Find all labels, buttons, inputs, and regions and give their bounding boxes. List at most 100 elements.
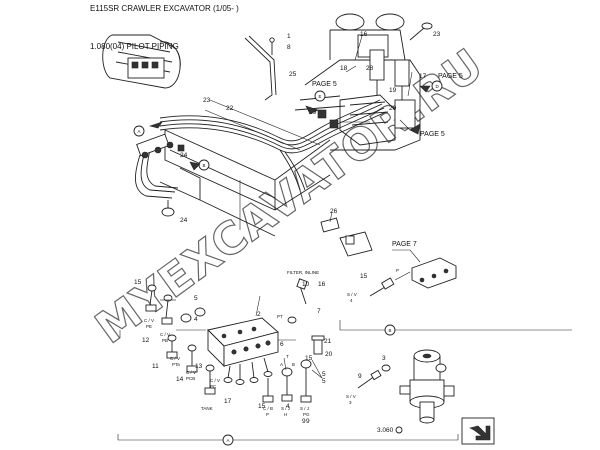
callout-9: 9 <box>306 418 310 425</box>
callout-23: 23 <box>203 97 211 104</box>
callout-3: 3 <box>382 355 386 362</box>
svg-text:B: B <box>292 362 295 367</box>
callout-13: 13 <box>195 363 203 370</box>
svg-text:S / J: S / J <box>300 406 309 411</box>
callout-15: 15 <box>360 273 368 280</box>
callout-28: 28 <box>366 65 374 72</box>
svg-text:S / V: S / V <box>346 394 356 399</box>
callout-5: 5 <box>194 295 198 302</box>
page-ref-5: PAGE 5 <box>420 131 445 138</box>
callouts-bottom: 15 5 4 2 12 11 14 13 17 6 10 16 7 21 20 … <box>134 273 386 425</box>
callout-24: 24 <box>180 152 188 159</box>
callout-8: 8 <box>287 44 291 51</box>
page-references: PAGE 5 PAGE 5 PAGE 5 PAGE 7 A B E D <box>133 73 463 248</box>
svg-text:T: T <box>286 354 289 359</box>
callout-17: 17 <box>419 73 427 80</box>
svg-text:PTa: PTa <box>172 362 180 367</box>
callout-4: 4 <box>286 403 290 410</box>
callout-26: 26 <box>330 208 338 215</box>
svg-text:S / V: S / V <box>347 292 357 297</box>
svg-text:C / V: C / V <box>186 370 196 375</box>
filter-label: FILTER, INLINE <box>287 270 319 275</box>
callout-17: 17 <box>224 398 232 405</box>
svg-text:S / J: S / J <box>281 406 290 411</box>
section-ref-b <box>384 324 396 336</box>
callout-10: 10 <box>302 281 310 288</box>
svg-text:C / B: C / B <box>263 406 273 411</box>
callout-7: 7 <box>317 308 321 315</box>
callout-4: 4 <box>194 316 198 323</box>
circle-ref-e <box>314 90 326 102</box>
callout-12: 12 <box>142 337 150 344</box>
callout-14: 14 <box>176 376 184 383</box>
callout-16: 16 <box>318 281 326 288</box>
next-page-icon <box>461 417 495 445</box>
callout-24: 24 <box>180 217 188 224</box>
callout-1: 1 <box>287 33 291 40</box>
svg-text:PCB: PCB <box>186 376 195 381</box>
svg-text:A: A <box>280 362 283 367</box>
svg-text:PE: PE <box>146 324 152 329</box>
circle-ref-a <box>133 125 145 137</box>
callout-2: 2 <box>257 311 261 318</box>
callout-5: 5 <box>322 378 326 385</box>
svg-text:PB: PB <box>162 338 168 343</box>
callout-18: 18 <box>340 65 348 72</box>
svg-text:3: 3 <box>349 400 352 405</box>
left-manifold <box>136 133 185 217</box>
callout-19: 19 <box>389 87 397 94</box>
callout-6: 6 <box>280 341 284 348</box>
upperstructure-frame <box>159 13 421 237</box>
svg-text:PG: PG <box>303 412 310 417</box>
control-valve-detail <box>102 34 181 89</box>
callout-9: 9 <box>302 418 306 425</box>
callout-20: 20 <box>325 351 333 358</box>
callout-15: 15 <box>258 403 266 410</box>
svg-text:A: A <box>227 438 230 443</box>
svg-text:C / V: C / V <box>170 356 180 361</box>
port-labels: FILTER, INLINE C / V PE C / V PB C / V P… <box>144 268 399 417</box>
callout-5: 5 <box>322 371 326 378</box>
svg-text:PC: PC <box>210 384 217 389</box>
circle-ref-d <box>431 80 443 92</box>
svg-text:C / V: C / V <box>144 318 154 323</box>
callout-25: 25 <box>289 71 297 78</box>
svg-text:P: P <box>396 268 399 273</box>
svg-text:B: B <box>389 328 392 333</box>
callout-15: 15 <box>134 279 142 286</box>
callout-21: 21 <box>324 338 332 345</box>
section-b-detail: B <box>119 257 572 338</box>
callout-23: 23 <box>433 31 441 38</box>
page-ref-5: PAGE 5 <box>312 81 337 88</box>
svg-text:C / V: C / V <box>160 332 170 337</box>
svg-text:P: P <box>266 412 269 417</box>
svg-text:PT: PT <box>277 314 283 319</box>
page-ref-5: PAGE 5 <box>438 73 463 80</box>
diagram-title: E115SR CRAWLER EXCAVATOR (1/05- ) <box>90 4 239 13</box>
section-title: 1.080(04) PILOT PIPING <box>90 42 179 51</box>
travel-valve-area <box>317 22 433 129</box>
svg-text:B: B <box>203 163 206 168</box>
callout-22: 22 <box>226 105 234 112</box>
leader-lines-top <box>239 35 421 263</box>
svg-text:C / V: C / V <box>210 378 220 383</box>
svg-text:E: E <box>319 94 322 99</box>
svg-text:A: A <box>138 129 141 134</box>
pilot-pump-detail: 3.060 <box>357 349 455 434</box>
callout-20: 20 <box>389 105 397 112</box>
callout-11: 11 <box>152 363 159 370</box>
svg-text:D: D <box>436 84 440 89</box>
svg-text:H: H <box>284 412 287 417</box>
callout-9: 9 <box>358 373 362 380</box>
item-26-bracket <box>320 217 373 257</box>
manifold-assembly-a <box>145 278 325 403</box>
page-ref-7: PAGE 7 <box>392 241 417 248</box>
section-ref-a <box>222 434 234 446</box>
ref-3060: 3.060 <box>377 427 394 434</box>
callout-15: 15 <box>305 355 313 362</box>
pilot-hoses <box>135 35 387 199</box>
svg-text:4: 4 <box>350 298 353 303</box>
tank-label: TANK <box>201 406 213 411</box>
callout-16: 16 <box>360 31 368 38</box>
